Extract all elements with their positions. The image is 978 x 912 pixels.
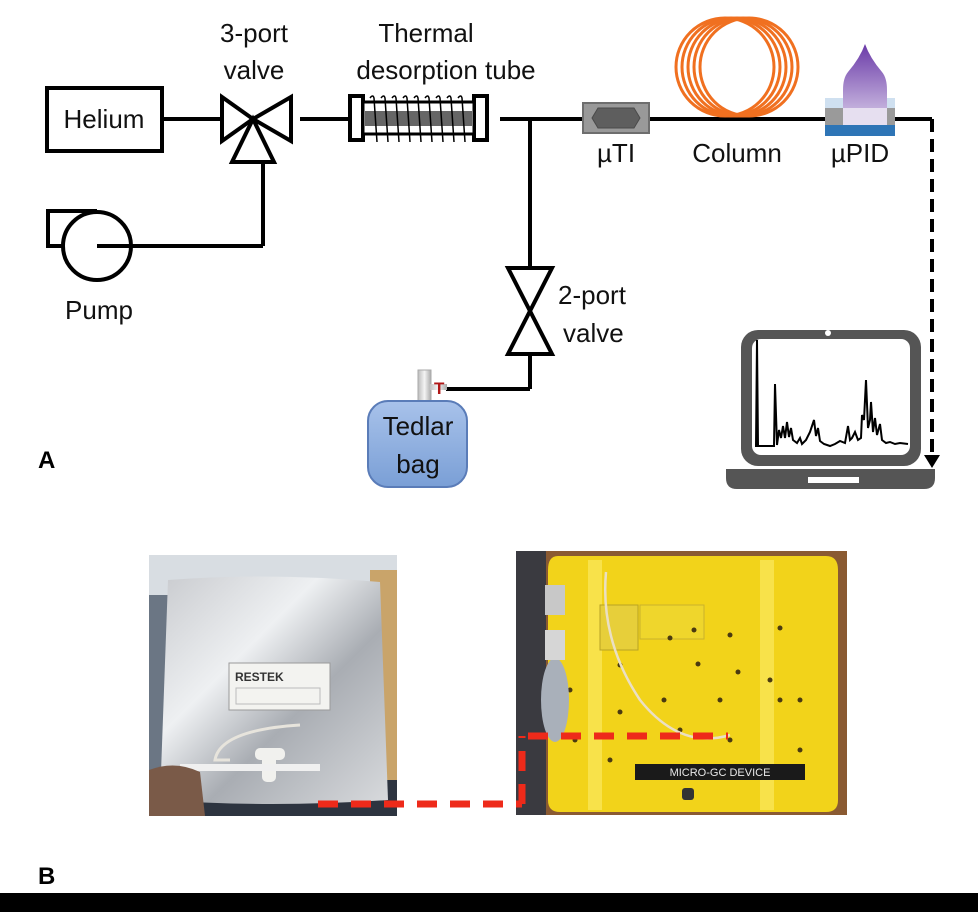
two-port-valve-label-2: valve xyxy=(563,318,624,348)
laptop-chromatogram-icon xyxy=(726,330,935,489)
tedlar-bag-icon: T xyxy=(367,369,468,488)
two-port-valve-label-1: 2-port xyxy=(558,280,627,310)
thermal-tube-label-2: desorption tube xyxy=(356,55,535,85)
tedlar-bag-label-2: bag xyxy=(396,449,439,479)
helium-label: Helium xyxy=(64,104,145,134)
panel-label-a: A xyxy=(38,447,55,474)
three-port-valve-label-2: valve xyxy=(224,55,285,85)
micro-gc-device-label: MICRO-GC DEVICE xyxy=(670,767,771,779)
pump-label: Pump xyxy=(65,295,133,325)
flow-lines xyxy=(97,117,932,391)
gc-column-coil-icon xyxy=(674,16,800,118)
bag-tap-letter: T xyxy=(434,379,445,398)
three-port-valve-icon xyxy=(220,93,293,164)
tedlar-bag-label-1: Tedlar xyxy=(383,411,454,441)
column-label: Column xyxy=(692,138,782,168)
bottom-border xyxy=(0,893,978,912)
tedlar-bag-photo: RESTEK xyxy=(149,555,397,816)
restek-brand-text: RESTEK xyxy=(235,670,284,684)
thermal-desorption-tube-icon xyxy=(348,94,489,143)
uti-label: µTI xyxy=(597,138,635,168)
micro-gc-device-photo: MICRO-GC DEVICE xyxy=(516,551,847,815)
panel-label-b: B xyxy=(38,863,55,890)
signal-arrow xyxy=(924,119,940,468)
pump-icon xyxy=(46,209,133,282)
helium-source: Helium xyxy=(45,86,164,153)
two-port-valve-icon xyxy=(504,266,556,356)
upid-label: µPID xyxy=(831,138,889,168)
micro-thermal-injector-icon xyxy=(582,102,650,134)
three-port-valve-label-1: 3-port xyxy=(220,18,289,48)
connection-dashes xyxy=(318,732,728,808)
thermal-tube-label-1: Thermal xyxy=(378,18,473,48)
chromatogram-trace xyxy=(755,339,909,448)
micro-pid-detector-icon xyxy=(825,44,895,136)
